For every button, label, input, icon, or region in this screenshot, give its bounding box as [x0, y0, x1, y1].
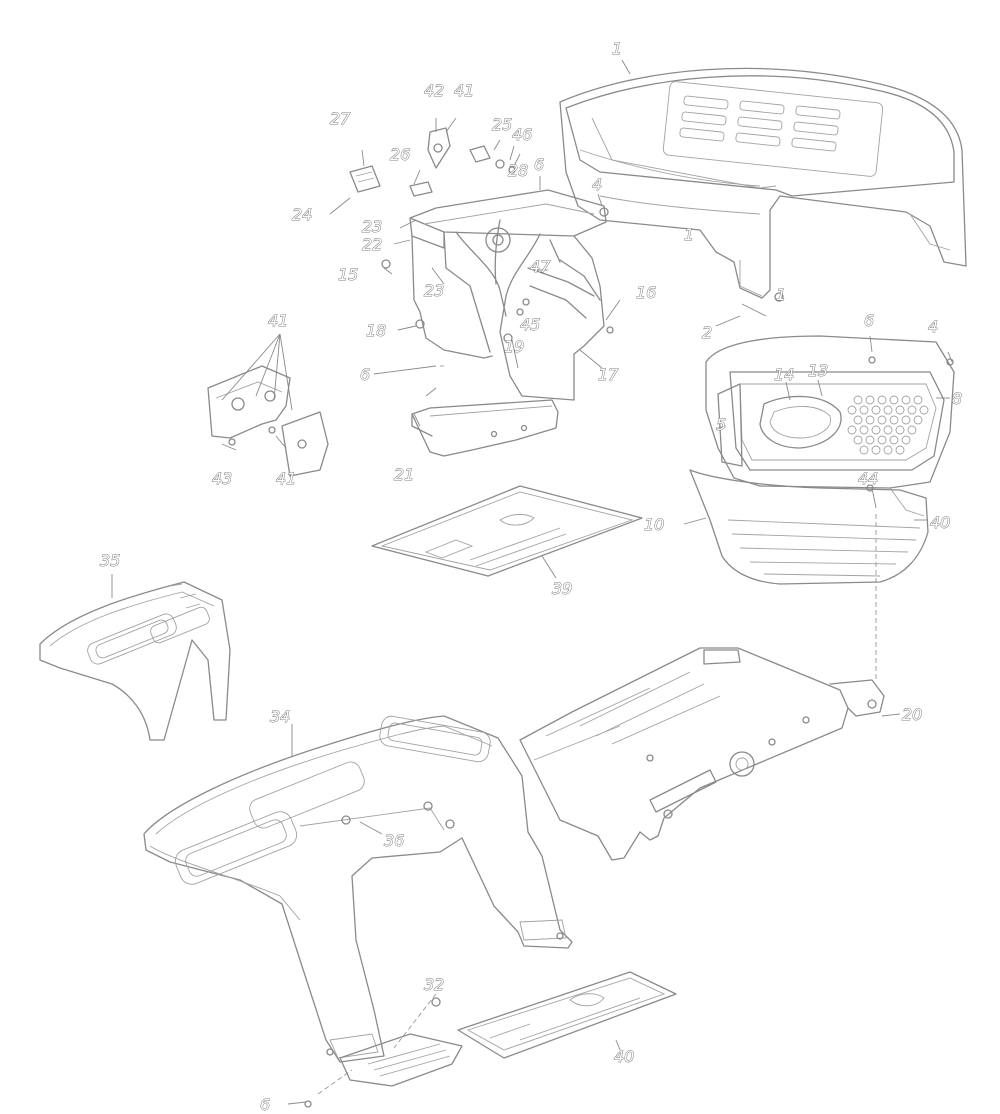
callout-35: 35 [100, 551, 120, 570]
callout-32: 32 [424, 975, 444, 994]
callout-23: 23 [362, 217, 382, 236]
callout-1: 1 [612, 39, 622, 58]
frame-chassis [519, 647, 885, 861]
callout-36: 36 [384, 831, 404, 850]
callout-43: 43 [212, 469, 232, 488]
main-fender [143, 715, 573, 1063]
callout-4: 4 [928, 317, 938, 336]
floor-mat-lower [457, 971, 677, 1059]
callout-44: 44 [858, 469, 878, 488]
callout-20: 20 [902, 705, 922, 724]
callout-5: 5 [716, 415, 726, 434]
callout-39: 39 [552, 579, 572, 598]
callout-34: 34 [270, 707, 290, 726]
callout-14: 14 [774, 365, 794, 384]
callout-10: 10 [644, 515, 664, 534]
callout-24: 24 [292, 205, 312, 224]
callout-2: 2 [702, 323, 712, 342]
callout-26: 26 [390, 145, 410, 164]
front-grille-nose [689, 335, 955, 585]
callout-6: 6 [360, 365, 370, 384]
pedal-bracket [411, 399, 559, 457]
callout-6: 6 [534, 155, 544, 174]
callout-21: 21 [394, 465, 414, 484]
callout-41: 41 [268, 311, 288, 330]
callout-19: 19 [504, 337, 524, 356]
callout-23: 23 [424, 281, 444, 300]
callout-4: 4 [592, 175, 602, 194]
callout-42: 42 [424, 81, 444, 100]
callout-41: 41 [276, 469, 296, 488]
callout-13: 13 [808, 361, 828, 380]
callout-46: 46 [512, 125, 532, 144]
dash-console-assembly [381, 189, 614, 401]
callout-18: 18 [366, 321, 386, 340]
hood-vent-grid [679, 95, 841, 152]
callout-45: 45 [520, 315, 540, 334]
callout-40: 40 [930, 513, 950, 532]
callout-16: 16 [636, 283, 656, 302]
step-plate [304, 997, 463, 1108]
grille-mesh [847, 395, 929, 455]
callout-28: 28 [508, 161, 528, 180]
callout-47: 47 [530, 257, 551, 276]
callout-6: 6 [260, 1095, 270, 1114]
callout-1: 1 [684, 225, 694, 244]
callout-22: 22 [362, 235, 382, 254]
callout-27: 27 [330, 109, 351, 128]
callout-17: 17 [598, 365, 619, 384]
callout-1: 1 [776, 285, 786, 304]
seat-bracket [207, 365, 329, 477]
hood [559, 67, 967, 302]
callout-labels: 1 1 1 2 4 4 5 6 6 6 6 8 10 13 14 15 16 1… [100, 39, 963, 1114]
leader-lines [111, 59, 953, 1105]
callout-6: 6 [864, 311, 874, 330]
callout-41: 41 [454, 81, 474, 100]
floor-mat-upper [371, 485, 643, 577]
callout-40: 40 [614, 1047, 634, 1066]
callout-15: 15 [338, 265, 358, 284]
callout-8: 8 [952, 389, 962, 408]
rear-fender-partial [39, 581, 231, 741]
callout-25: 25 [492, 115, 512, 134]
small-upper-parts [349, 127, 516, 197]
